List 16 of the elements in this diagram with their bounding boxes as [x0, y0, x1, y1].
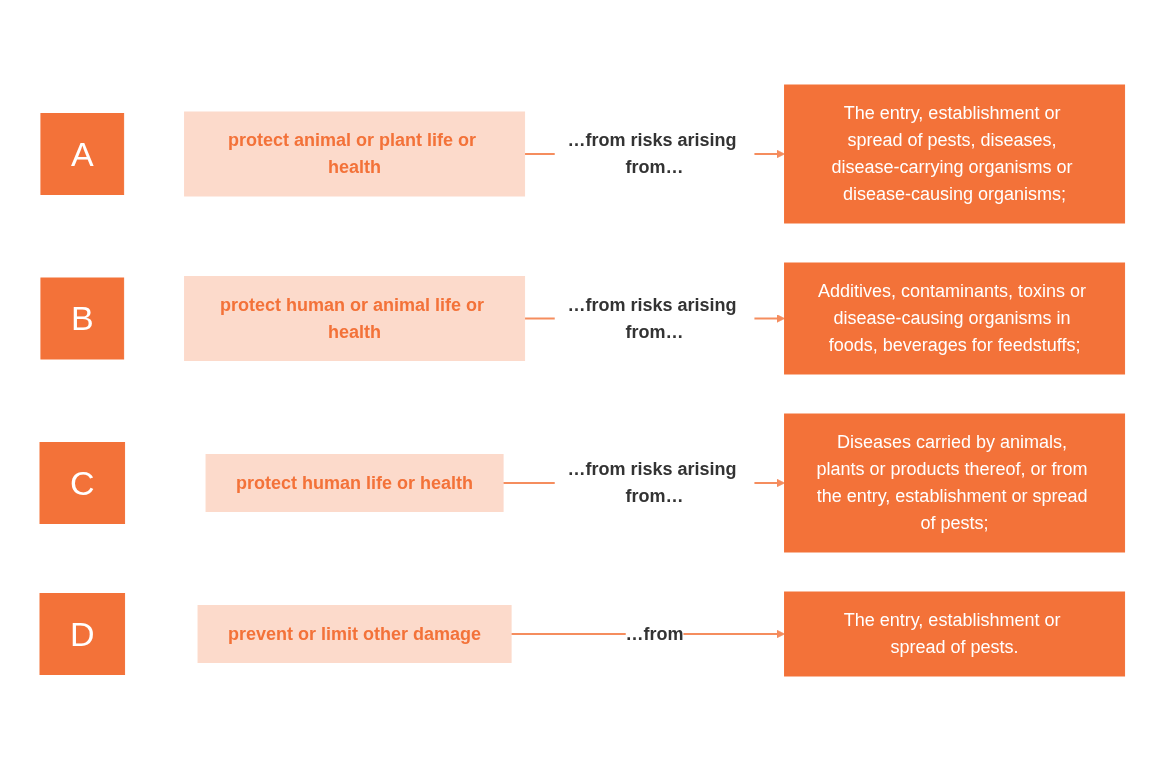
node-box: C — [39, 441, 126, 524]
node-box: Diseases carried by animals, plants or products thereof, or from the entry, establishment or spread of pests; — [784, 413, 1126, 552]
node-box: protect human or animal life or health — [184, 275, 526, 361]
edge-label: …from risks arising from… — [567, 294, 737, 341]
node-box: protect human life or health — [205, 453, 504, 512]
node-box: prevent or limit other damage — [197, 604, 512, 663]
node-box: A — [40, 112, 125, 195]
edge-label: …from risks arising from… — [567, 458, 737, 506]
node-box: protect animal or plant life or health — [184, 111, 526, 196]
node-box: The entry, establishment or spread of pests. — [784, 591, 1126, 676]
edge-label: …from — [625, 623, 684, 643]
node-box: Additives, contaminants, toxins or disease-causing organisms in foods, beverages for feedstuffs; — [784, 262, 1126, 374]
node-box: D — [39, 592, 126, 675]
edge-label: …from risks arising from… — [567, 129, 737, 177]
node-box: B — [40, 277, 125, 359]
node-box: The entry, establishment or spread of pests, diseases, disease-carrying organisms or disease-causing organisms; — [784, 84, 1126, 223]
